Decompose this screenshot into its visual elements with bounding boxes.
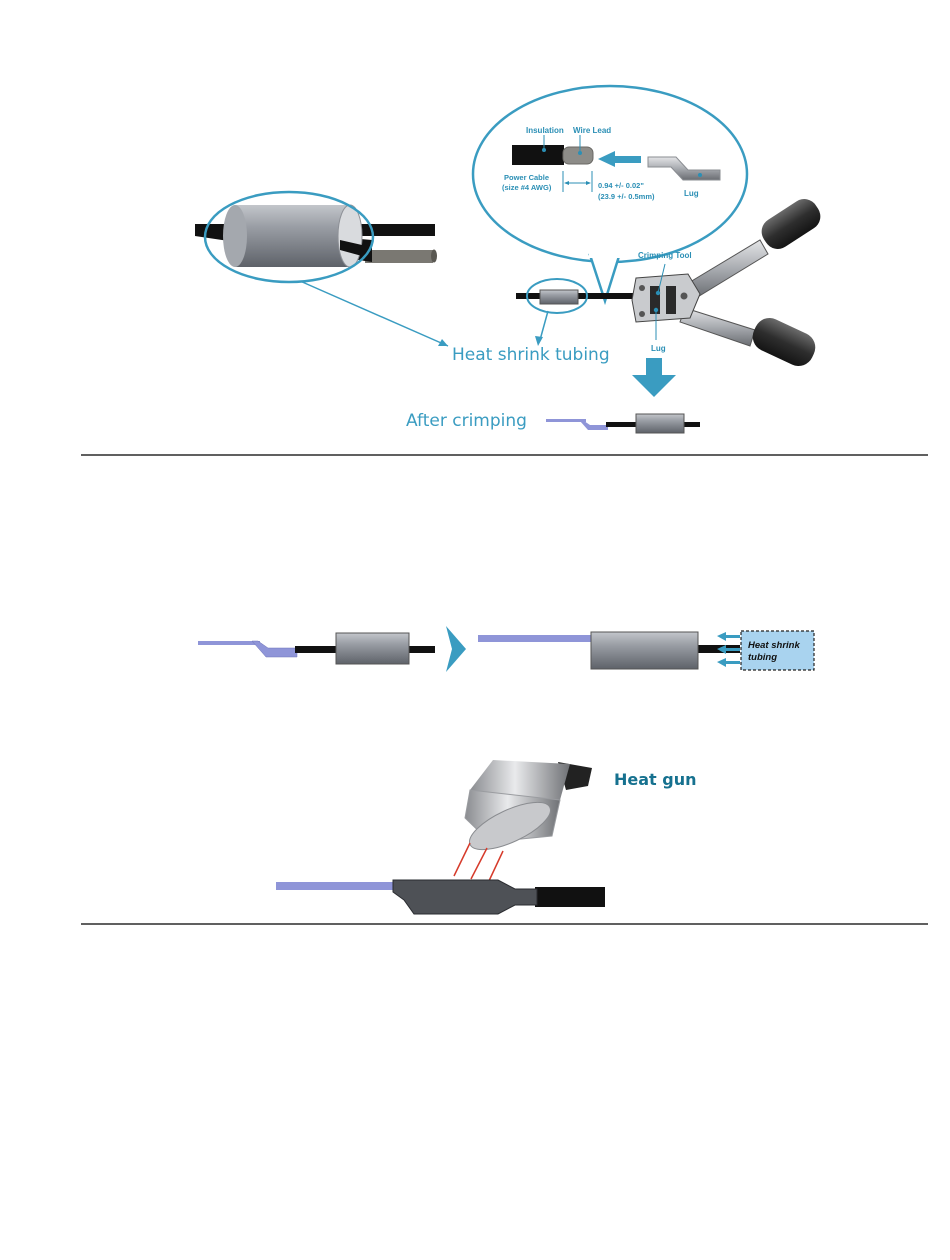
power-cable-label: Power Cable — [504, 173, 549, 182]
heat-shrink-tube-zoomed — [235, 205, 350, 267]
down-arrow-icon — [632, 358, 676, 397]
heat-gun-icon — [463, 760, 592, 859]
after-slide-assembly: Heat shrink tubing — [478, 631, 814, 670]
after-crimping-label: After crimping — [406, 411, 527, 431]
shrunk-tubing-assembly — [276, 880, 605, 914]
figure-2-tubing-slide: Heat shrink tubing — [198, 626, 814, 672]
insulation-label: Insulation — [526, 126, 564, 135]
power-cable-size-label: (size #4 AWG) — [502, 183, 552, 192]
dimension-label: 0.94 +/- 0.02" — [598, 181, 644, 190]
power-cable-detail — [512, 145, 564, 165]
heat-shrink-box-label-1: Heat shrink — [748, 640, 800, 651]
after-crimping-assembly — [546, 414, 700, 433]
figure-3-heat-gun: Heat gun — [276, 760, 697, 914]
crimping-tool-label: Crimping Tool — [638, 251, 692, 260]
heat-shrink-box-label-2: tubing — [748, 652, 777, 663]
heat-shrink-tube-small — [540, 290, 578, 304]
zoomed-heat-shrink-illustration — [195, 192, 437, 282]
dimension-metric-label: (23.9 +/- 0.5mm) — [598, 192, 655, 201]
heat-gun-label: Heat gun — [614, 770, 697, 789]
wire-lead-segment — [365, 250, 433, 263]
before-slide-assembly — [198, 633, 435, 664]
wire-lead-label: Wire Lead — [573, 126, 611, 135]
heat-shrink-tubing-label: Heat shrink tubing — [452, 345, 610, 365]
detail-callout-bubble: Insulation Wire Lead Power Cable (size #… — [473, 86, 747, 301]
wire-lead-detail — [563, 147, 593, 164]
lug-label-detail: Lug — [684, 189, 699, 198]
lug-label-tool: Lug — [651, 344, 666, 353]
right-arrow-icon — [446, 626, 466, 672]
figure-1-crimping: Heat shrink tubing Insulatio — [195, 86, 826, 433]
